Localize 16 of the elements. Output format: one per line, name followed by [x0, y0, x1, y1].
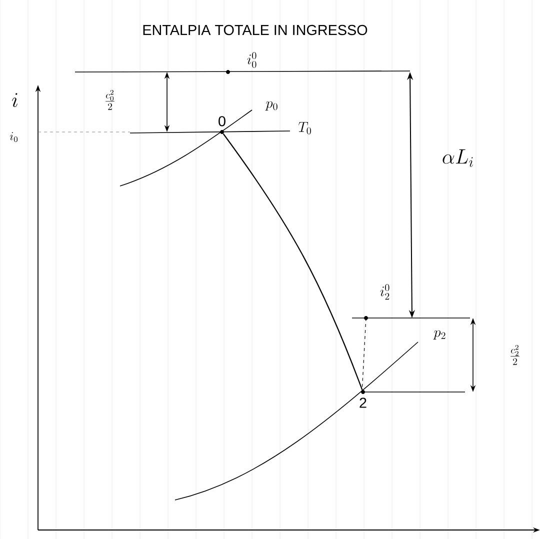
symbol-label: $p_2$ [433, 330, 446, 340]
symbol-label: $p_0$ [265, 101, 278, 110]
symbol-label: $i$ [12, 93, 18, 107]
symbol-label: $i_2^0$ [380, 284, 390, 300]
symbol-label: $T_0$ [298, 122, 311, 134]
node-label: 2 [360, 398, 366, 408]
symbol-label: $\frac{c_0^2}{2}$ [106, 90, 114, 110]
symbol-label: $\frac{c_2^2}{2}$ [510, 344, 520, 365]
symbol-label: $\alpha L_i$ [442, 149, 473, 167]
state-point: 0 [218, 116, 226, 134]
state-point: 2 [360, 390, 366, 408]
node-label: 0 [218, 116, 226, 126]
title: ENTALPIA TOTALE IN INGRESSO [143, 24, 368, 36]
symbol-label: $i_0$ [10, 132, 18, 142]
expansion-line [222, 133, 363, 390]
symbol-label: $i_0^0$ [247, 52, 256, 68]
